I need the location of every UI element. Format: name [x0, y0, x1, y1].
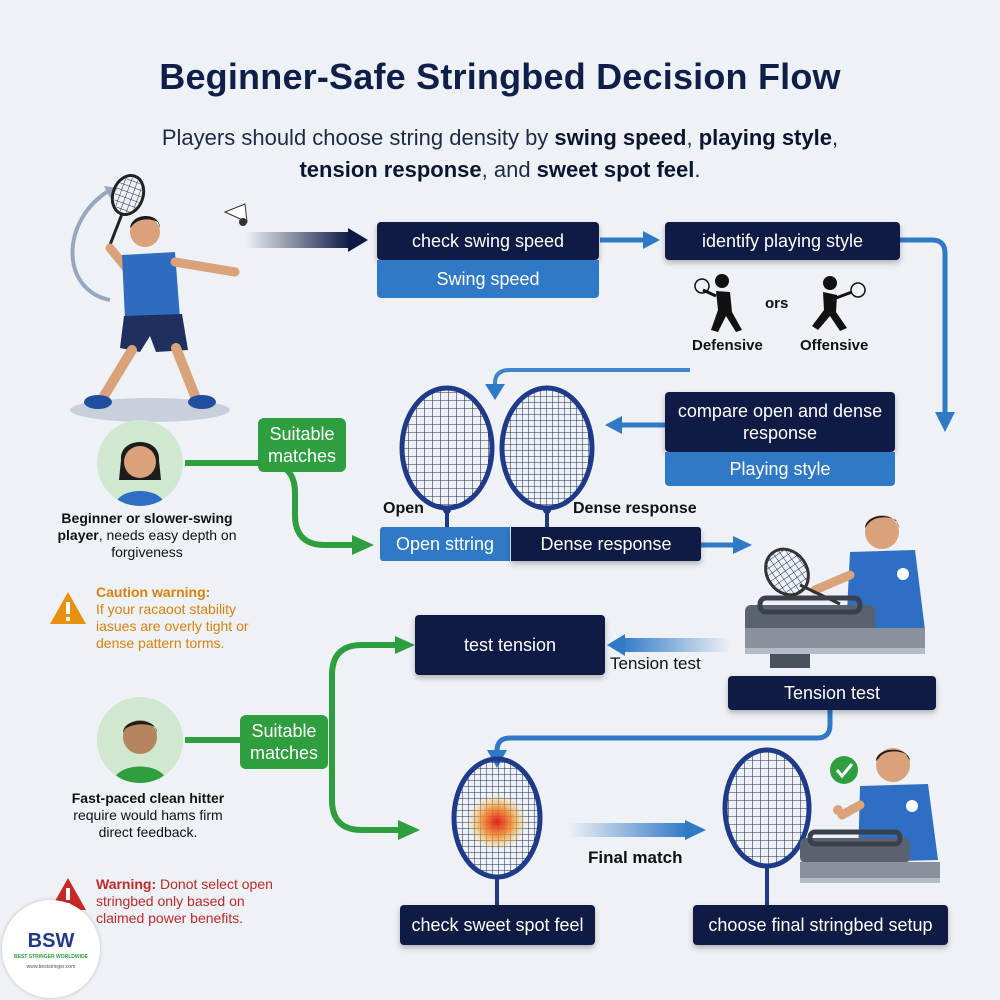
flow-arrows: [185, 228, 955, 840]
final-stringer-illustration: [800, 748, 940, 883]
caution-title: Caution warning:: [96, 584, 211, 600]
warning-note: Warning: Donot select open stringbed onl…: [96, 876, 276, 927]
beginner-face-icon: [115, 442, 165, 506]
stringer-illustration: [745, 515, 925, 668]
defensive-player-icon: [694, 274, 742, 332]
subtitle-tension-response: tension response: [299, 157, 482, 182]
hitter-note: Fast-paced clean hitter require would ha…: [58, 790, 238, 841]
open-racket-label: Open: [383, 500, 424, 517]
bsw-logo: BSW BEST STRINGER WORLDWIDE www.beststri…: [2, 900, 100, 998]
hitter-avatar: [97, 697, 183, 783]
step-check-swing-speed: check swing speed: [377, 222, 599, 260]
warning-title: Warning:: [96, 876, 157, 892]
logo-url: www.beststringer.com: [26, 964, 76, 970]
subtitle-swing-speed: swing speed: [554, 125, 687, 150]
step-test-tension: test tension: [415, 615, 605, 675]
tension-test-label: Tension test: [610, 654, 701, 673]
logo-text: BSW: [27, 930, 75, 952]
hitter-face-icon: [113, 720, 167, 783]
offensive-player-icon: [812, 276, 866, 331]
subtitle-and: , and: [481, 157, 537, 182]
tension-test-box: Tension test: [728, 676, 936, 710]
caution-note: Caution warning: If your racaoot stabili…: [96, 584, 271, 652]
shuttlecock-icon: [223, 203, 248, 226]
dense-racket-label: Dense response: [573, 500, 697, 517]
open-string-bar: Open sttring: [380, 527, 510, 561]
ors-label: ors: [765, 295, 789, 312]
player-illustration: [70, 174, 240, 422]
hitter-note-bold: Fast-paced clean hitter: [71, 790, 225, 806]
beginner-note: Beginner or slower-swing player, needs e…: [52, 510, 242, 561]
subtitle-period: .: [694, 157, 701, 182]
subtitle-prefix: Players should choose string density by: [161, 125, 555, 150]
step-choose-final-setup: choose final stringbed setup: [693, 905, 948, 945]
suitable-matches-tag-2: Suitable matches: [240, 715, 328, 769]
beginner-note-bold: Beginner or slower-swing player: [57, 510, 233, 543]
step-compare-response: compare open and dense response: [665, 392, 895, 452]
subtitle-comma-2: ,: [831, 125, 839, 150]
subtitle-playing-style: playing style: [698, 125, 832, 150]
final-match-label: Final match: [588, 848, 683, 867]
subtitle-sweet-spot-feel: sweet spot feel: [536, 157, 695, 182]
caution-icon: [50, 592, 86, 624]
hitter-note-rest: require would hams firm direct feedback.: [73, 807, 223, 840]
subtitle-comma-1: ,: [686, 125, 699, 150]
beginner-note-rest: , needs easy depth on forgiveness: [98, 527, 237, 560]
page-title: Beginner-Safe Stringbed Decision Flow: [159, 56, 841, 97]
offensive-label: Offensive: [800, 337, 869, 354]
sweet-spot-racket-icon: [451, 756, 543, 905]
warning-body: Donot select open stringbed only based o…: [96, 876, 273, 926]
suitable-matches-tag-1: Suitable matches: [258, 418, 346, 472]
caution-body: If your racaoot stability iasues are ove…: [96, 601, 249, 651]
swing-speed-label: Swing speed: [377, 260, 599, 298]
open-racket-icon: [399, 385, 495, 540]
dense-response-bar: Dense response: [511, 527, 701, 561]
defensive-label: Defensive: [692, 337, 763, 354]
playing-style-label: Playing style: [665, 452, 895, 486]
step-identify-playing-style: identify playing style: [665, 222, 900, 260]
logo-tagline: BEST STRINGER WORLDWIDE: [14, 954, 88, 960]
beginner-avatar: [97, 420, 183, 506]
final-racket-icon: [722, 747, 812, 905]
step-check-sweet-spot: check sweet spot feel: [400, 905, 595, 945]
page-subtitle: Players should choose string density by …: [100, 122, 900, 186]
